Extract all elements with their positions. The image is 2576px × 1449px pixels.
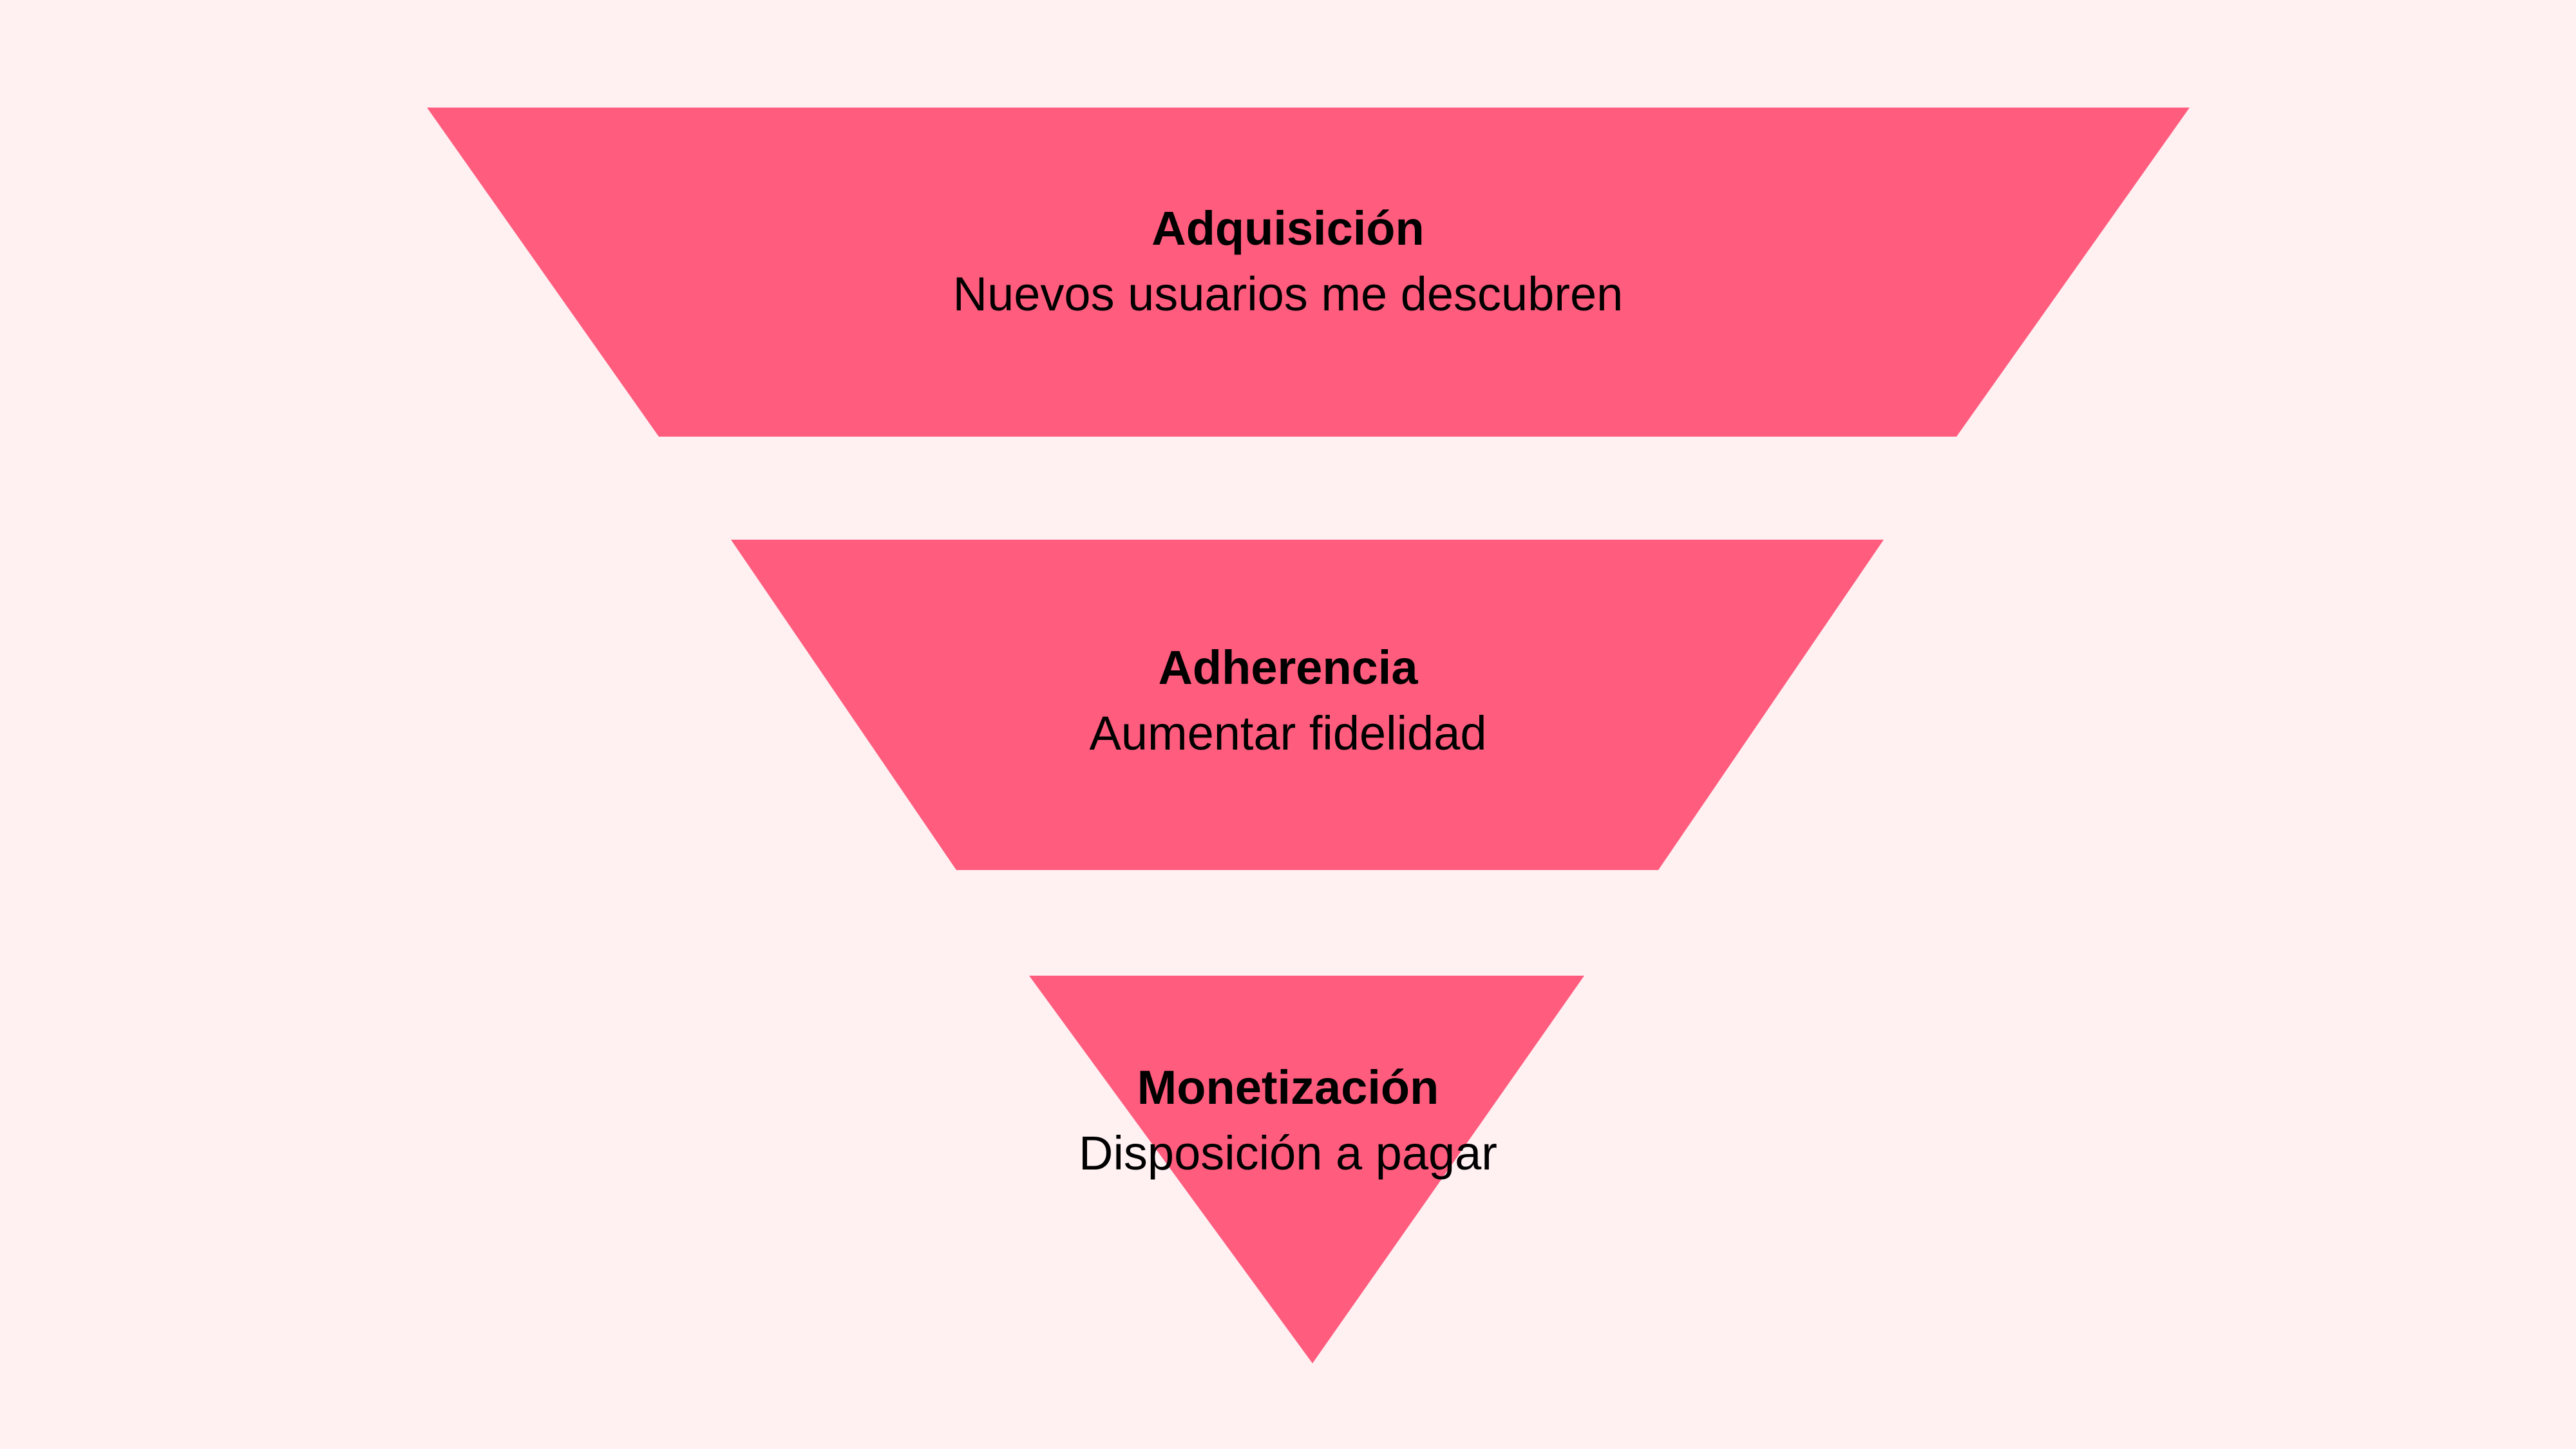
stage-subtitle: Aumentar fidelidad [1089, 706, 1487, 760]
funnel-segment-acquisition [427, 108, 2190, 437]
stage-subtitle: Nuevos usuarios me descubren [952, 267, 1624, 321]
stage-title: Adquisición [1151, 202, 1425, 255]
stage-subtitle: Disposición a pagar [1079, 1126, 1497, 1180]
funnel-segment-monetization [1029, 976, 1584, 1363]
stage-label-adherence: Adherencia Aumentar fidelidad [0, 644, 2576, 757]
funnel-segment-adherence [731, 540, 1884, 870]
stage-label-acquisition: Adquisición Nuevos usuarios me descubren [0, 205, 2576, 318]
stage-title: Adherencia [1158, 641, 1418, 694]
stage-label-monetization: Monetización Disposición a pagar [0, 1064, 2576, 1177]
stage-title: Monetización [1137, 1061, 1439, 1114]
